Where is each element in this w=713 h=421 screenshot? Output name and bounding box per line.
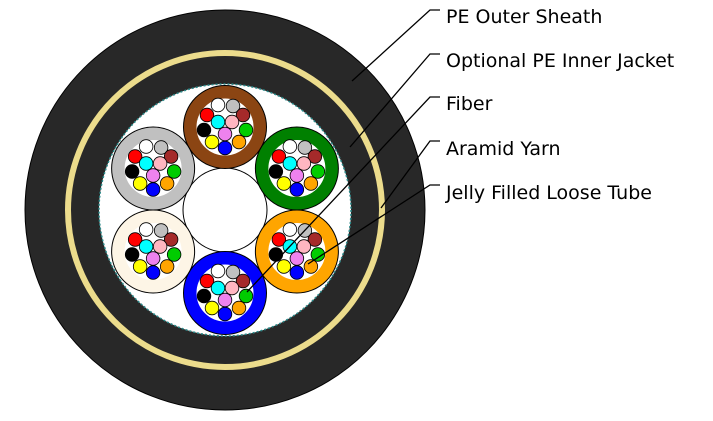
fiber [238,122,254,138]
tube-outline [183,85,267,169]
fiber [271,232,287,247]
fiber [238,288,254,304]
fiber [210,280,226,296]
fiber [163,232,179,247]
fiber [124,164,140,179]
fiber [225,98,241,114]
leader-loose-tube [307,184,440,265]
fiber [231,134,247,150]
fiber [289,182,305,197]
central-strength-member [182,167,268,253]
fiber [224,280,240,296]
fiber [138,239,154,254]
fiber [224,114,240,130]
fiber [159,259,175,274]
loose-tube [111,209,196,294]
fiber [132,259,148,274]
fiber [282,139,298,154]
fiber [276,259,292,274]
fiber [196,288,212,304]
fiber [153,223,169,238]
fiber [235,107,251,123]
label-inner-jacket: Optional PE Inner Jacket [446,50,675,72]
fiber [310,247,326,262]
fiber [166,164,182,179]
loose-tube [183,85,267,169]
fiber [289,168,305,183]
fiber [303,176,319,191]
fiber [310,164,326,179]
fiber [152,239,168,254]
fiber [217,126,233,142]
tube-outline [183,251,267,335]
fiber [204,134,220,150]
fiber [297,140,313,155]
loose-tube [254,209,339,294]
fiber [145,168,161,183]
tube-outline [111,126,196,211]
fiber [204,300,220,316]
fiber [210,97,226,113]
fiber [153,140,169,155]
fiber [282,156,298,171]
fiber [307,149,323,164]
fiber [296,156,312,171]
fiber [268,164,284,179]
fiber [289,265,305,280]
loose-tube [111,126,196,211]
fiber [145,251,161,266]
fiber [282,222,298,237]
fiber [268,247,284,262]
fiber [199,107,215,123]
aramid-yarn-ring [65,50,385,370]
fiber [303,259,319,274]
fiber [235,273,251,289]
label-loose-tube: Jelly Filled Loose Tube [446,182,652,204]
label-outer-sheath: PE Outer Sheath [446,6,603,28]
loose-tube [183,251,267,335]
label-aramid-yarn: Aramid Yarn [446,138,561,160]
fiber [196,122,212,138]
fiber [276,176,292,191]
fiber [145,182,161,197]
fiber [307,232,323,247]
fiber [166,247,182,262]
label-fiber: Fiber [446,93,493,115]
leader-aramid [380,140,440,209]
fiber [159,176,175,191]
fiber [217,306,233,322]
fiber [138,222,154,237]
fiber [132,176,148,191]
leader-outer-sheath [351,9,440,82]
fiber [217,292,233,308]
leader-fiber [246,96,440,293]
fiber [231,300,247,316]
fiber [127,149,143,164]
fiber [127,232,143,247]
fiber [210,263,226,279]
fiber [163,149,179,164]
tube-outline [254,209,339,294]
fiber [217,140,233,156]
fiber [271,149,287,164]
fiber [210,114,226,130]
fiber [296,239,312,254]
loose-tube [254,126,339,211]
fiber [138,156,154,171]
fiber [289,251,305,266]
fiber [138,139,154,154]
leader-inner-jacket [349,53,440,148]
fiber [199,273,215,289]
fiber [152,156,168,171]
fiber [124,247,140,262]
fiber [145,265,161,280]
fiber [225,264,241,280]
